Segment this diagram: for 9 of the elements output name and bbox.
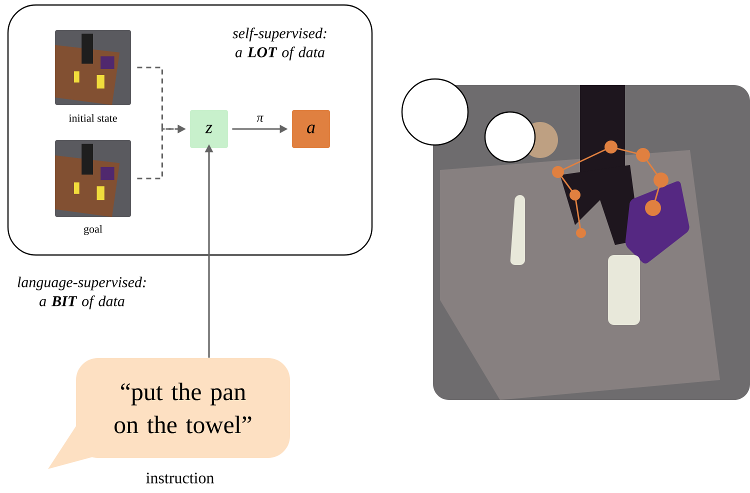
- speech-bubble: “put the pan on the towel”: [48, 358, 290, 469]
- bubble-caption: instruction: [146, 472, 214, 484]
- image-caption: goal: [84, 225, 102, 235]
- edge-label: π: [256, 116, 264, 122]
- latent-box: z: [190, 110, 228, 148]
- supervision-note: language-supervised: a BIT of data: [18, 276, 146, 310]
- action-box: a: [292, 110, 330, 148]
- image-caption: initial state: [68, 114, 117, 122]
- panel-heading: self-supervised: a LOT of data: [232, 28, 326, 60]
